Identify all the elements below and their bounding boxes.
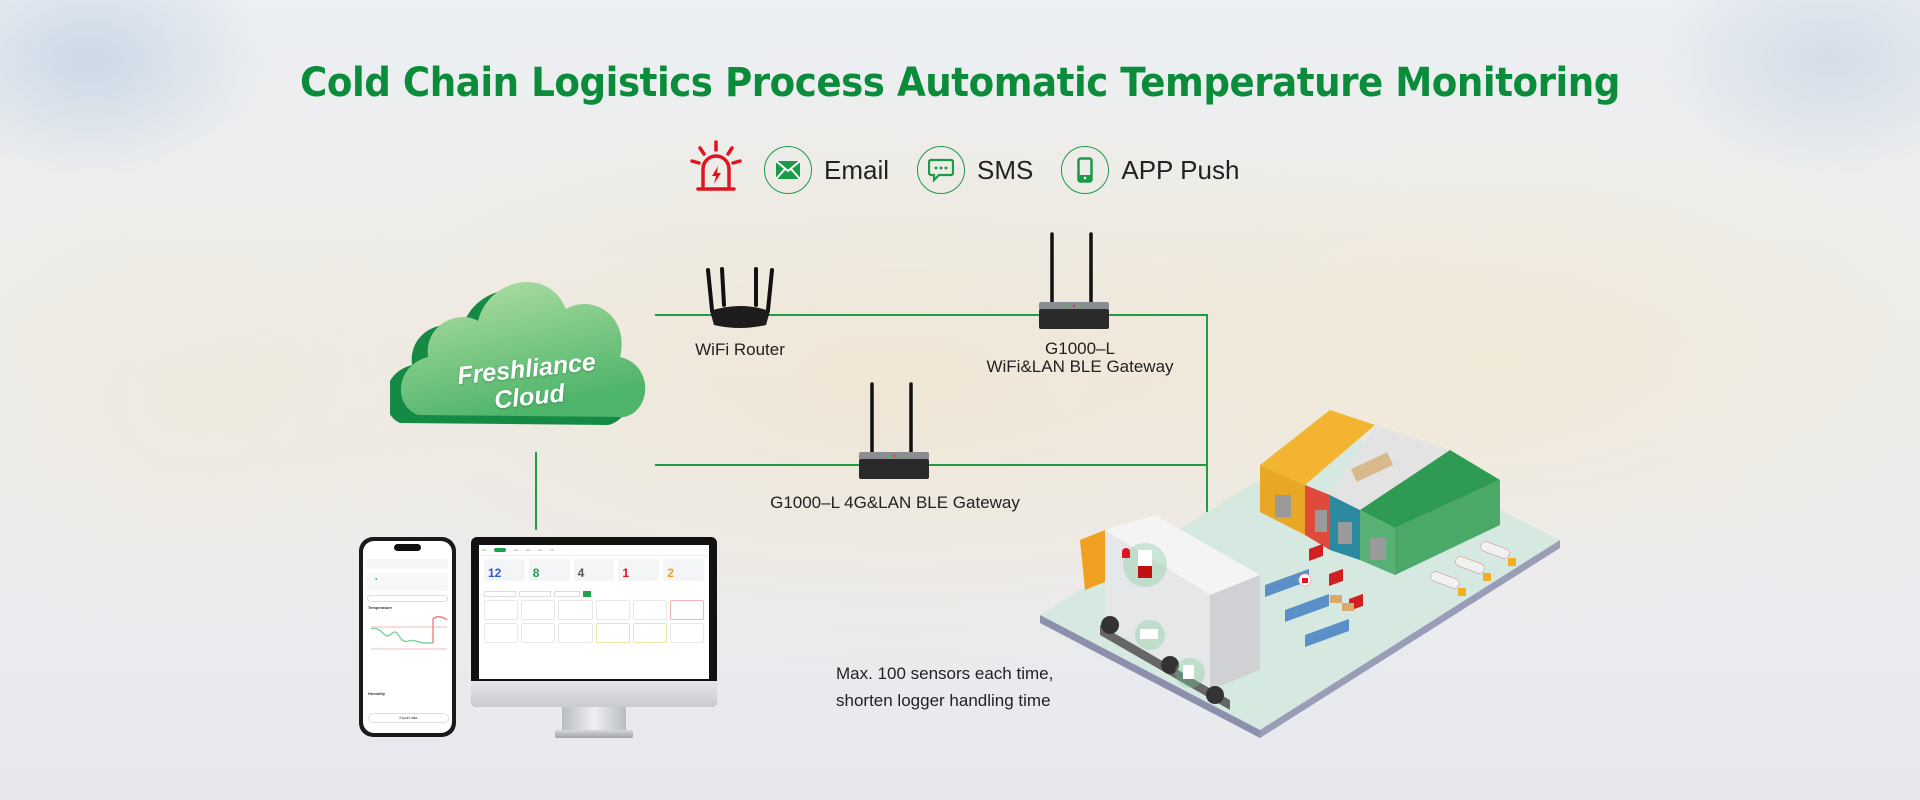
alert-app-push: APP Push (1061, 146, 1239, 194)
device-card (558, 623, 593, 643)
alarm-badge-icon (1302, 578, 1308, 583)
page-title: Cold Chain Logistics Process Automatic T… (300, 60, 1620, 106)
dashboard-stats: 12 8 4 1 2 (479, 556, 709, 581)
gateway-wifi-lan-label: G1000–L WiFi&LAN BLE Gateway (960, 340, 1200, 376)
gateway-device-cards (479, 600, 709, 643)
device-card (669, 623, 704, 643)
alert-email-label: Email (824, 154, 890, 185)
stat-value: 8 (532, 566, 540, 580)
alarm-item (688, 139, 744, 202)
smartphone-app: ● Temperature Humidity Export data (359, 537, 456, 737)
stat-value: 1 (622, 566, 630, 580)
dashboard-nav: ▪▪▪▪ ▪▪▪▪▪▪▪▪▪▪▪▪▪▪▪ (479, 545, 709, 556)
stat-value: 4 (577, 566, 585, 580)
stat-card: 4 (573, 559, 615, 581)
gateway-wifi-lan-desc: WiFi&LAN BLE Gateway (986, 357, 1174, 376)
device-card (521, 623, 556, 643)
connection-line-cloud-devices (535, 452, 537, 530)
monitor-stand (562, 707, 626, 731)
stat-value: 12 (488, 566, 502, 580)
siren-alarm-icon (688, 139, 744, 202)
note-line-2: shorten logger handling time (836, 691, 1051, 710)
wifi-router-icon (700, 265, 780, 338)
connection-line-top (655, 314, 1208, 316)
alert-email: Email (764, 146, 889, 194)
wifi-router-label: WiFi Router (695, 340, 785, 359)
export-data-button[interactable]: Export data (368, 713, 449, 723)
sensor-capacity-note: Max. 100 sensors each time, shorten logg… (836, 660, 1053, 714)
alert-app-push-label: APP Push (1121, 154, 1240, 185)
stat-card: 1 (618, 559, 660, 581)
phone-screen: ● Temperature Humidity Export data (363, 541, 452, 733)
freshliance-cloud: Freshliance Cloud (385, 265, 650, 460)
device-card (521, 600, 556, 620)
device-card (484, 600, 519, 620)
trailer-trucks (1265, 543, 1363, 647)
alert-channels: Email SMS APP Push (688, 139, 1267, 202)
connection-line-middle (655, 464, 1208, 466)
sms-icon (917, 146, 966, 194)
warehouse-logistics-scene (1030, 400, 1570, 745)
cloud-icon (385, 282, 646, 425)
stat-value: 2 (667, 566, 674, 580)
stat-card: 8 (528, 559, 570, 581)
device-card (595, 600, 630, 620)
mobile-phone-icon (1061, 146, 1110, 194)
device-card (632, 600, 667, 620)
device-card (669, 600, 704, 620)
connection-line-vertical-right (1206, 314, 1208, 516)
gateway-4g-lan-label: G1000–L 4G&LAN BLE Gateway (770, 493, 1020, 512)
phone-temperature-chart (370, 616, 448, 650)
alert-sms: SMS (917, 146, 1033, 194)
desktop-monitor: ▪▪▪▪ ▪▪▪▪▪▪▪▪▪▪▪▪▪▪▪ 12 8 4 1 2 (471, 537, 717, 707)
device-card (484, 623, 519, 643)
gateway-wifi-lan-icon (1036, 230, 1112, 341)
refrigerated-truck-icon (1080, 515, 1260, 710)
alert-sms-label: SMS (977, 154, 1034, 185)
device-card (558, 600, 593, 620)
tanker-trucks (1430, 541, 1510, 589)
warehouse-icon (1260, 410, 1500, 575)
ble-gateway-device-icon (1183, 665, 1194, 679)
note-line-1: Max. 100 sensors each time, (836, 664, 1054, 683)
device-card (632, 623, 667, 643)
temperature-logger-icon (1140, 629, 1158, 639)
email-icon (764, 146, 812, 194)
device-card (595, 623, 630, 643)
alarm-icon (1122, 548, 1130, 558)
stat-card: 2 (663, 559, 704, 581)
phone-temperature-title: Temperature (368, 605, 392, 610)
dashboard-screen: ▪▪▪▪ ▪▪▪▪▪▪▪▪▪▪▪▪▪▪▪ 12 8 4 1 2 (479, 545, 709, 679)
phone-humidity-title: Humidity (368, 691, 386, 696)
gateway-wifi-lan-model: G1000–L (1045, 339, 1115, 358)
stat-card: 12 (484, 559, 525, 581)
gateway-4g-lan-icon (856, 380, 932, 491)
